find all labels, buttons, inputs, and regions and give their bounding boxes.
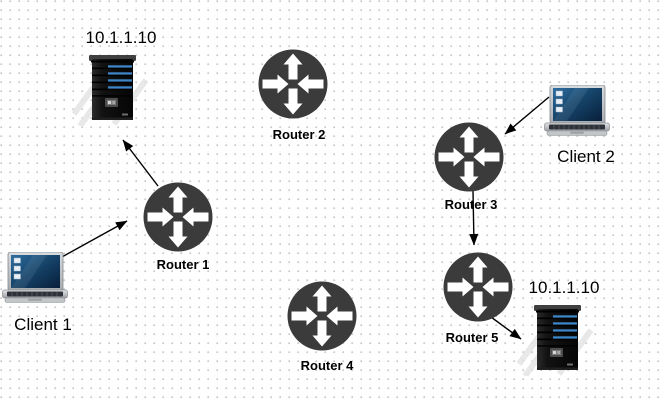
router-icon [287,281,357,351]
laptop-icon [544,85,614,137]
node-router1[interactable] [143,182,213,252]
router-icon [443,252,513,322]
edge-client2-router3[interactable] [504,96,550,135]
node-client1[interactable] [2,252,72,304]
edge-router1-server1[interactable] [122,139,159,187]
label-server1: 10.1.1.10 [85,28,157,47]
node-client2[interactable] [544,85,614,137]
laptop-icon [2,252,72,304]
edge-router3-router5[interactable] [469,190,479,246]
node-server2[interactable] [517,300,597,376]
node-router4[interactable] [287,281,357,351]
router-icon [143,182,213,252]
label-client2: Client 2 [557,147,615,166]
node-router5[interactable] [443,252,513,322]
node-router3[interactable] [434,122,504,192]
node-router2[interactable] [258,49,328,119]
label-client1: Client 1 [14,315,72,334]
router-icon [434,122,504,192]
edge-router5-server2[interactable] [490,316,522,340]
router-icon [258,49,328,119]
label-server2: 10.1.1.10 [528,278,600,297]
server-tower-icon [72,50,152,126]
server-tower-icon [517,300,597,376]
label-router1: Router 1 [156,257,210,272]
label-router5: Router 5 [445,330,499,345]
label-router3: Router 3 [444,197,498,212]
label-router2: Router 2 [272,127,326,142]
node-server1[interactable] [72,50,152,126]
label-router4: Router 4 [300,358,354,373]
